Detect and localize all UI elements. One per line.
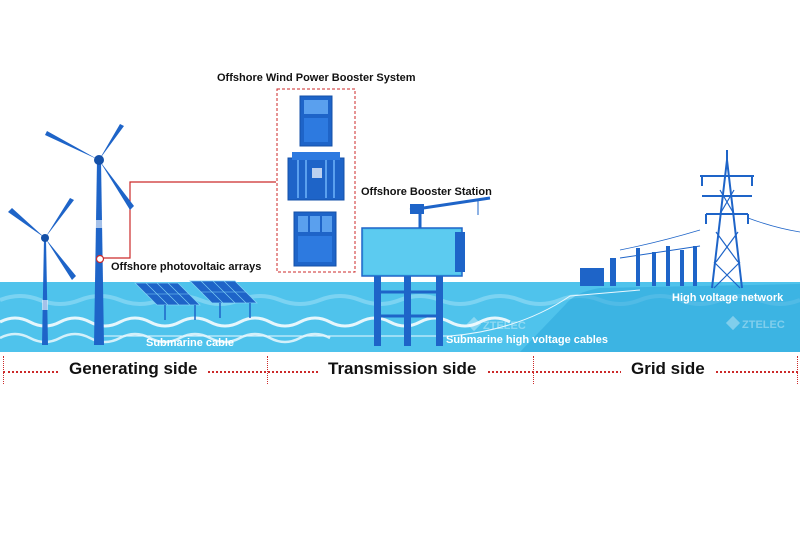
pv-array-2 <box>189 280 258 318</box>
svg-text:ZTELEC: ZTELEC <box>483 320 526 332</box>
pv-arrays-label: Offshore photovoltaic arrays <box>111 261 262 273</box>
sea <box>0 282 800 352</box>
wind-booster-system-label: Offshore Wind Power Booster System <box>217 72 416 84</box>
offshore-booster-station <box>361 196 491 346</box>
hv-network-label: High voltage network <box>672 292 784 304</box>
transformer-icon <box>287 157 345 201</box>
submarine-hv-cables-label: Submarine high voltage cables <box>446 334 608 346</box>
onshore-substation <box>580 245 701 286</box>
divider-tick-right <box>797 356 798 384</box>
red-connector <box>103 181 276 259</box>
booster-station-label: Offshore Booster Station <box>361 186 492 198</box>
ztelec-watermark: ZTELEC ZTELEC <box>466 315 785 332</box>
wind-turbine-small <box>8 198 76 345</box>
section-grid-side: Grid side <box>621 359 715 379</box>
transmission-tower-icon <box>619 150 800 289</box>
divider-tick-left <box>3 356 4 384</box>
wind-turbine-large <box>45 124 134 345</box>
svg-text:ZTELEC: ZTELEC <box>742 319 785 331</box>
submarine-cable-label: Submarine cable <box>146 337 235 349</box>
section-transmission-side: Transmission side <box>318 359 487 379</box>
booster-system-box <box>276 88 356 273</box>
divider-tick-2 <box>533 356 534 384</box>
pv-array-1 <box>134 282 201 320</box>
section-generating-side: Generating side <box>59 359 208 379</box>
divider-tick-1 <box>267 356 268 384</box>
